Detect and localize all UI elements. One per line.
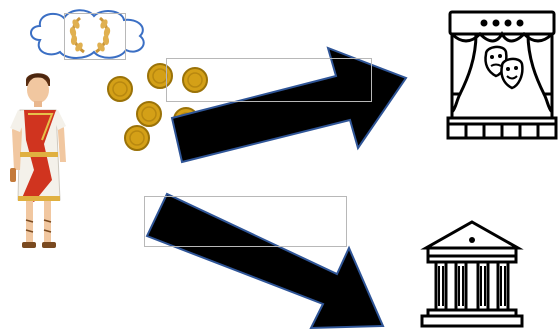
arrow-top-selection-box[interactable]	[166, 58, 372, 102]
arrow-bottom-selection-box[interactable]	[144, 196, 347, 247]
coin-icon	[106, 75, 134, 105]
classical-temple-icon	[420, 218, 524, 330]
roman-senator-icon	[4, 70, 74, 260]
coin-icon	[123, 124, 151, 154]
cloud-selection-box[interactable]	[64, 13, 126, 60]
theatre-stage-icon	[446, 8, 558, 142]
